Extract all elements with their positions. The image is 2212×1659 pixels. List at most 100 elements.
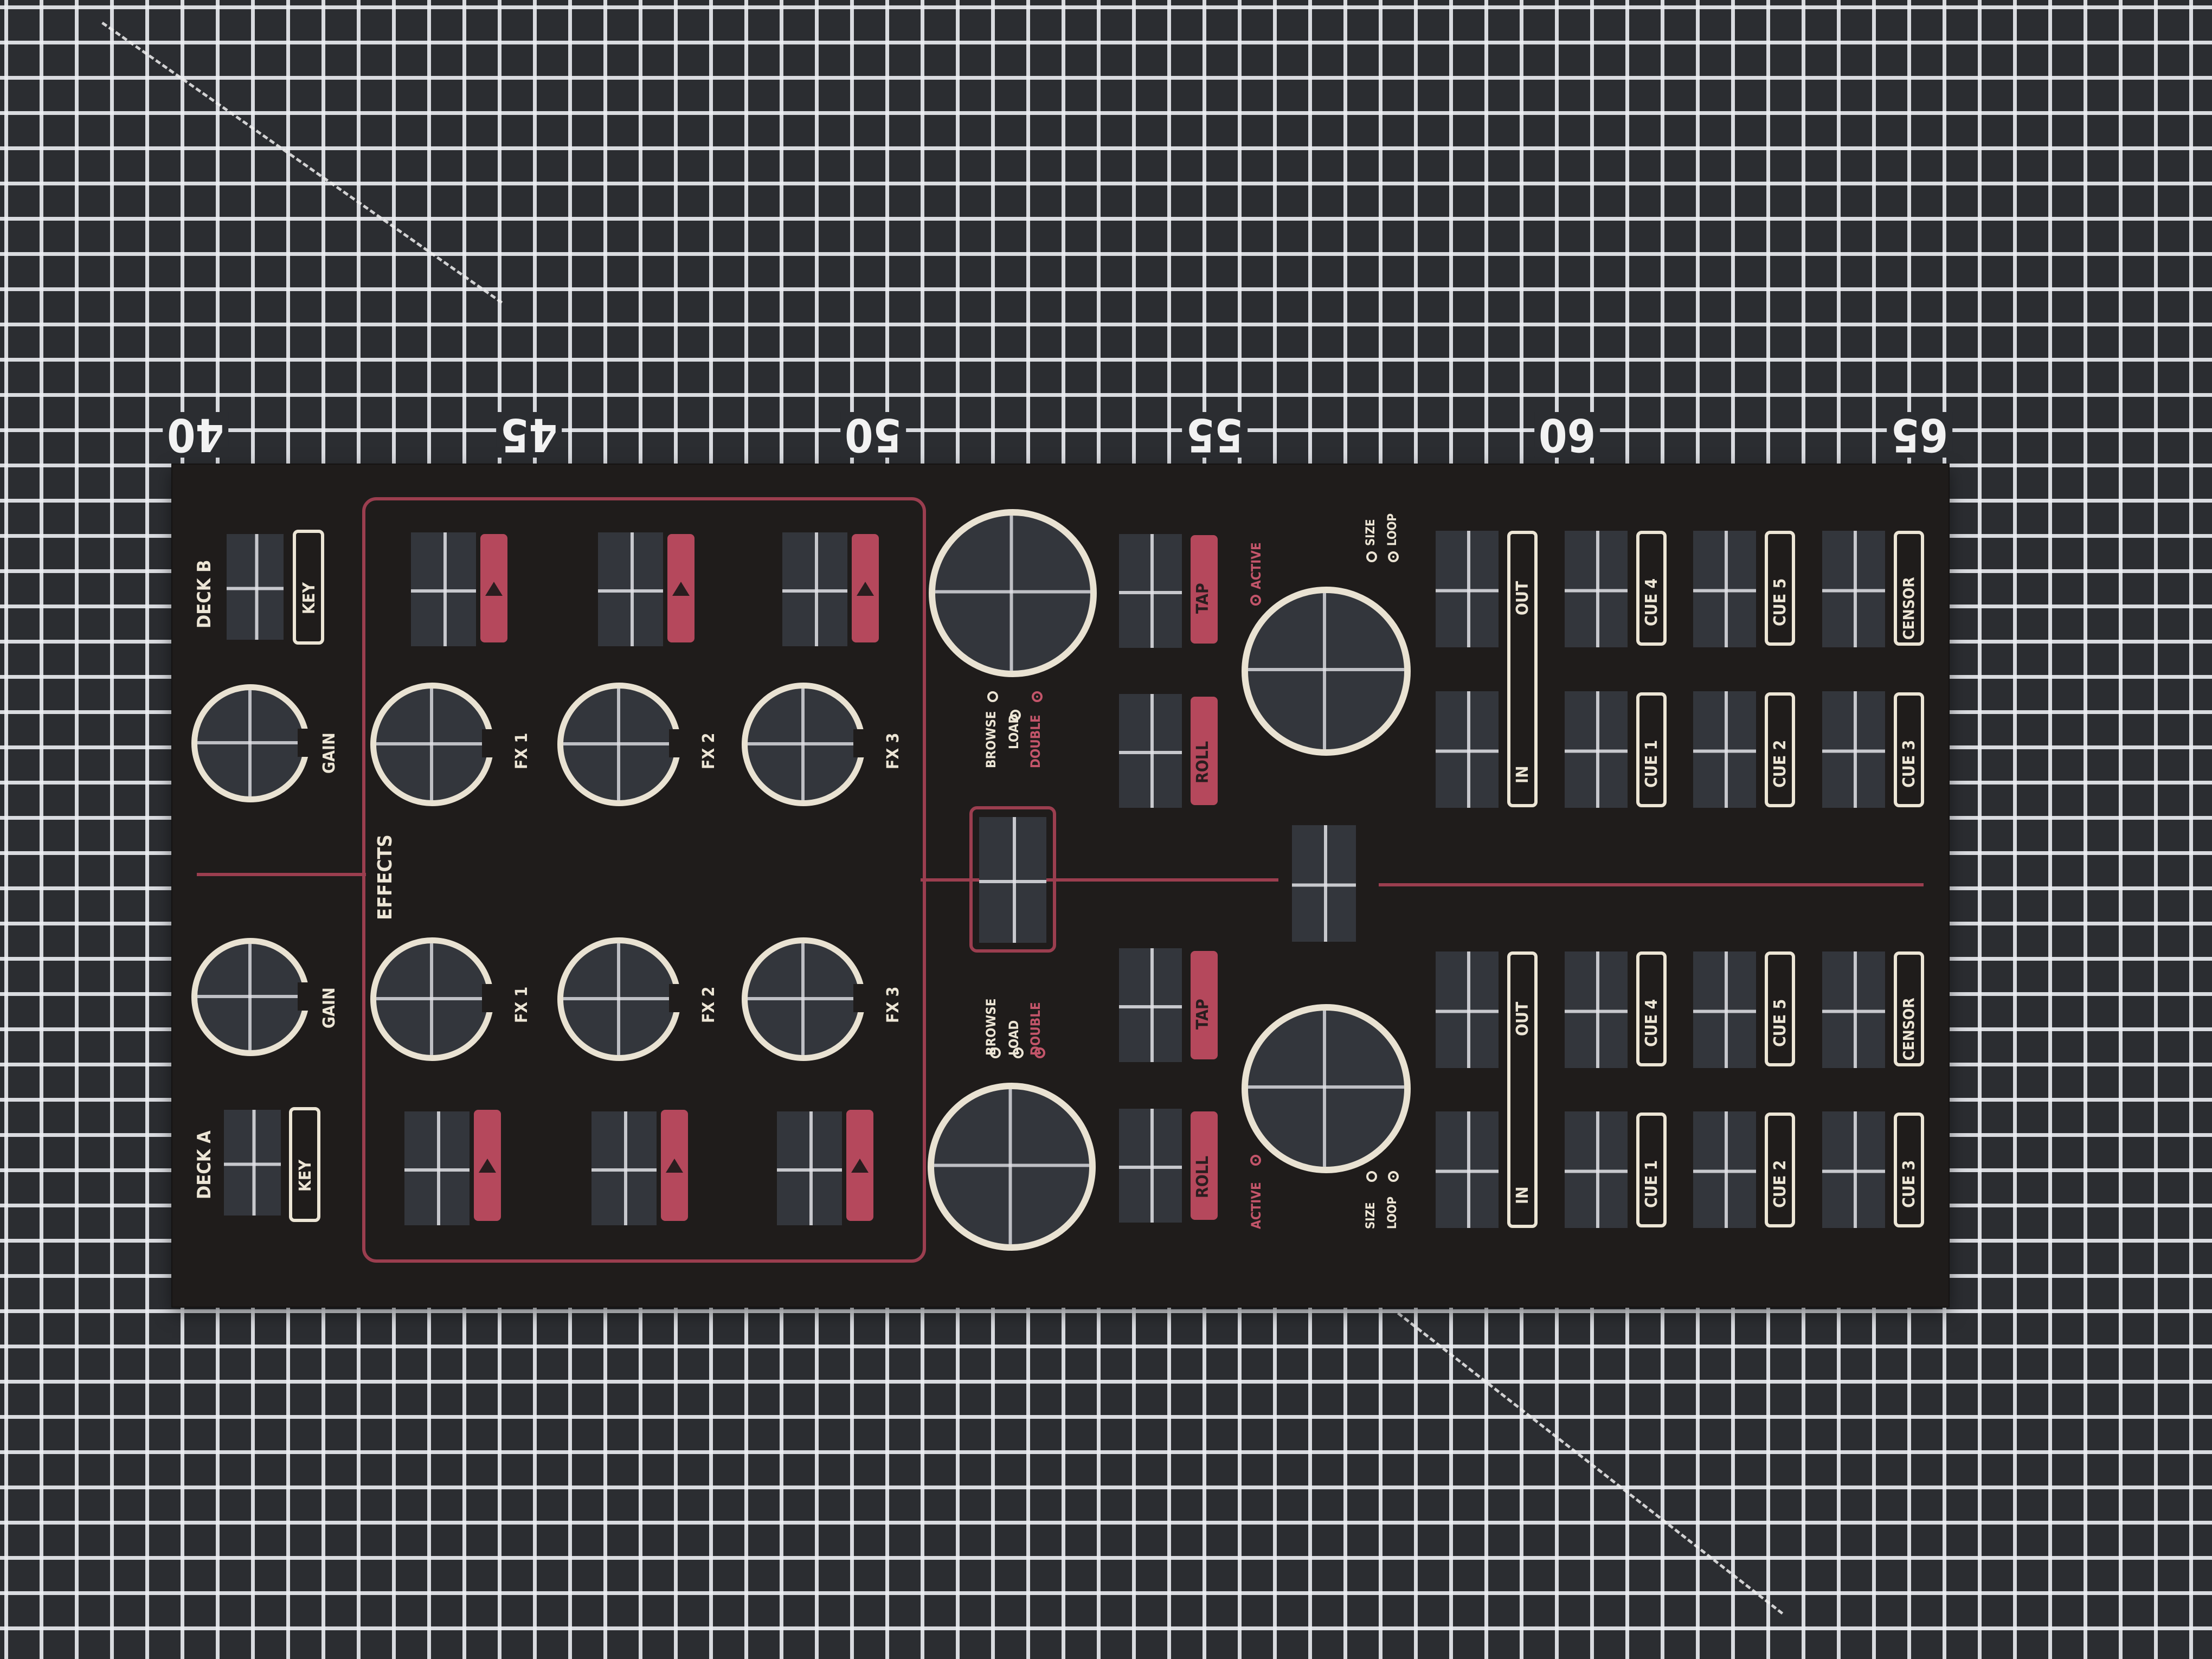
- load-indicator-lower: [1013, 1047, 1024, 1058]
- fx1-upper-button[interactable]: [411, 532, 476, 646]
- ruler-number-40: 40: [163, 408, 229, 461]
- fx3-upper-button[interactable]: [782, 532, 847, 646]
- fx1-lower-knob[interactable]: [370, 937, 494, 1061]
- deck-b-key-plate[interactable]: KEY: [293, 530, 324, 645]
- cue1-plate-lower[interactable]: CUE 1: [1636, 1113, 1667, 1227]
- double-label-upper: DOUBLE: [1028, 715, 1043, 768]
- divider-center: [921, 878, 1278, 882]
- ruler-number-45: 45: [496, 408, 562, 461]
- load-indicator-upper: [1010, 710, 1021, 721]
- cue2-button-lower[interactable]: [1693, 1111, 1756, 1228]
- deck-a-gain-knob[interactable]: [191, 938, 310, 1056]
- roll-button-upper[interactable]: [1119, 694, 1182, 808]
- triangle-icon: [485, 582, 503, 596]
- deck-a-key-plate[interactable]: KEY: [289, 1107, 320, 1222]
- cue3-button-upper[interactable]: [1822, 691, 1885, 808]
- fx-knob-gap: [482, 729, 506, 757]
- fx3-lower-red-tab[interactable]: [846, 1110, 873, 1221]
- fx2-lower-label: FX 2: [699, 986, 718, 1023]
- cue2-button-upper[interactable]: [1693, 691, 1756, 808]
- in-out-plate-upper[interactable]: OUT IN: [1507, 531, 1538, 807]
- fx-knob-gap: [853, 729, 877, 757]
- fx1-upper-red-tab[interactable]: [480, 534, 507, 642]
- fx-knob-gap: [482, 984, 506, 1012]
- fx-knob-gap: [669, 984, 693, 1012]
- browse-indicator-lower: [990, 1047, 1001, 1058]
- deck-a-key-button[interactable]: [224, 1110, 281, 1216]
- fx2-lower-red-tab[interactable]: [661, 1110, 688, 1221]
- roll-plate-lower[interactable]: ROLL: [1191, 1111, 1218, 1220]
- cue4-plate-upper[interactable]: CUE 4: [1636, 531, 1667, 646]
- deck-b-gain-label: GAIN: [320, 732, 339, 774]
- deck-b-gain-knob[interactable]: [191, 684, 310, 802]
- loop-encoder-lower[interactable]: [1242, 1004, 1411, 1173]
- cue4-label-upper: CUE 4: [1642, 578, 1661, 626]
- loop-out-button-lower[interactable]: [1436, 951, 1499, 1068]
- cue4-button-upper[interactable]: [1565, 531, 1628, 647]
- loop-encoder-upper[interactable]: [1242, 587, 1411, 756]
- browse-label-upper: BROWSE: [983, 711, 999, 768]
- tap-plate-lower[interactable]: TAP: [1191, 951, 1218, 1059]
- effects-section-frame: [362, 497, 926, 1263]
- triangle-icon: [666, 1159, 683, 1173]
- censor-plate-upper[interactable]: CENSOR: [1894, 531, 1924, 646]
- cue3-plate-lower[interactable]: CUE 3: [1894, 1113, 1924, 1227]
- cue5-plate-lower[interactable]: CUE 5: [1765, 951, 1795, 1066]
- fx3-upper-knob[interactable]: [742, 683, 865, 806]
- censor-button-upper[interactable]: [1822, 531, 1885, 647]
- cue5-button-lower[interactable]: [1693, 951, 1756, 1068]
- size-label-upper: SIZE: [1364, 519, 1378, 546]
- cue4-label-lower: CUE 4: [1642, 999, 1661, 1047]
- fx1-lower-red-tab[interactable]: [474, 1110, 501, 1221]
- fx2-upper-knob[interactable]: [557, 683, 681, 806]
- cue1-plate-upper[interactable]: CUE 1: [1636, 692, 1667, 807]
- loop-center-slot[interactable]: [1292, 825, 1356, 942]
- fx3-lower-button[interactable]: [777, 1111, 842, 1225]
- censor-label-lower: CENSOR: [1900, 998, 1918, 1060]
- cue3-plate-upper[interactable]: CUE 3: [1894, 692, 1924, 807]
- fx3-lower-knob[interactable]: [742, 937, 865, 1061]
- browse-encoder-lower[interactable]: [928, 1083, 1096, 1251]
- censor-button-lower[interactable]: [1822, 951, 1885, 1068]
- cue4-plate-lower[interactable]: CUE 4: [1636, 951, 1667, 1066]
- cue2-plate-upper[interactable]: CUE 2: [1765, 692, 1795, 807]
- gain-knob-gap: [298, 729, 321, 757]
- mat-diagonal-guide-bottom: [1397, 1312, 1784, 1615]
- tap-button-upper[interactable]: [1119, 534, 1182, 648]
- censor-label-upper: CENSOR: [1900, 577, 1918, 640]
- cue1-button-upper[interactable]: [1565, 691, 1628, 808]
- cue4-button-lower[interactable]: [1565, 951, 1628, 1068]
- loop-in-button-lower[interactable]: [1436, 1111, 1499, 1228]
- cue5-plate-upper[interactable]: CUE 5: [1765, 531, 1795, 646]
- cue2-plate-lower[interactable]: CUE 2: [1765, 1113, 1795, 1227]
- cue1-button-lower[interactable]: [1565, 1111, 1628, 1228]
- size-indicator-upper: [1366, 551, 1377, 562]
- tap-label-upper: TAP: [1193, 583, 1212, 614]
- cue3-button-lower[interactable]: [1822, 1111, 1885, 1228]
- fx1-upper-knob[interactable]: [370, 683, 494, 806]
- out-label-upper: OUT: [1513, 581, 1532, 615]
- fx2-upper-button[interactable]: [598, 532, 663, 646]
- fx3-upper-red-tab[interactable]: [852, 534, 879, 642]
- cue5-button-upper[interactable]: [1693, 531, 1756, 647]
- loop-out-button-upper[interactable]: [1436, 531, 1499, 647]
- deck-b-key-button[interactable]: [227, 534, 284, 640]
- crossfader-slot[interactable]: [979, 817, 1046, 943]
- roll-plate-upper[interactable]: ROLL: [1191, 697, 1218, 805]
- censor-plate-lower[interactable]: CENSOR: [1894, 951, 1924, 1066]
- tap-plate-upper[interactable]: TAP: [1191, 535, 1218, 644]
- roll-label-upper: ROLL: [1193, 741, 1212, 783]
- fx2-lower-button[interactable]: [591, 1111, 657, 1225]
- load-label-upper: LOAD: [1006, 713, 1021, 749]
- roll-button-lower[interactable]: [1119, 1109, 1182, 1223]
- in-out-plate-lower[interactable]: OUT IN: [1507, 951, 1538, 1228]
- ruler-number-65: 65: [1887, 408, 1953, 461]
- fx2-upper-red-tab[interactable]: [667, 534, 695, 642]
- loop-label-lower: LOOP: [1386, 1197, 1399, 1229]
- tap-button-lower[interactable]: [1119, 948, 1182, 1062]
- browse-encoder-upper[interactable]: [929, 509, 1097, 677]
- fx2-lower-knob[interactable]: [557, 937, 681, 1061]
- loop-in-button-upper[interactable]: [1436, 691, 1499, 808]
- roll-label-lower: ROLL: [1193, 1155, 1212, 1198]
- fx1-lower-button[interactable]: [404, 1111, 470, 1225]
